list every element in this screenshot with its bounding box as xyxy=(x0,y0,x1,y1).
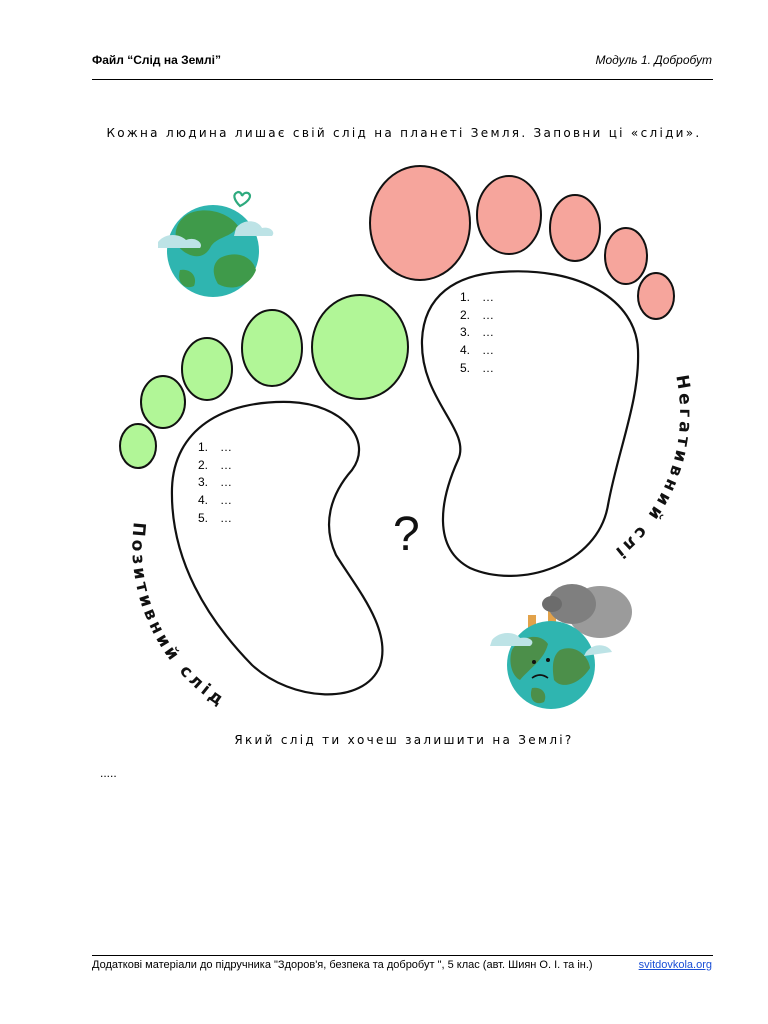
instruction-text: Кожна людина лишає свій слід на планеті … xyxy=(106,126,702,140)
footer-text: Додаткові матеріали до підручника "Здоро… xyxy=(92,959,593,971)
file-title: Файл “Слід на Землі” xyxy=(92,53,221,67)
negative-footprint-sole xyxy=(420,270,640,577)
happy-earth-icon xyxy=(158,190,274,297)
module-title: Модуль 1. Добробут xyxy=(595,53,713,67)
answer-field[interactable]: ..... xyxy=(100,766,117,780)
header-divider xyxy=(92,79,713,80)
list-item[interactable]: 4.… xyxy=(460,343,494,358)
list-item[interactable]: 3.… xyxy=(460,325,494,340)
list-item[interactable]: 1.… xyxy=(198,440,232,454)
footer-divider xyxy=(92,955,713,956)
question-text: Який слід ти хочеш залишити на Землі? xyxy=(234,733,574,747)
positive-footprint-list: 1.… 2.… 3.… 4.… 5.… xyxy=(198,439,232,527)
list-item[interactable]: 4.… xyxy=(198,493,232,508)
list-item[interactable]: 1.… xyxy=(460,290,494,304)
list-item[interactable]: 5.… xyxy=(198,510,232,525)
negative-footprint-list: 1.… 2.… 3.… 4.… 5.… xyxy=(460,289,494,377)
polluted-earth-icon xyxy=(490,584,632,709)
positive-footprint-sole xyxy=(170,400,384,696)
positive-footprint-toes xyxy=(119,294,409,469)
negative-footprint-toes xyxy=(369,165,675,320)
list-item[interactable]: 2.… xyxy=(198,457,232,472)
list-item[interactable]: 2.… xyxy=(460,307,494,322)
list-item[interactable]: 5.… xyxy=(460,360,494,375)
footer-link[interactable]: svitdovkola.org xyxy=(638,959,712,971)
list-item[interactable]: 3.… xyxy=(198,475,232,490)
question-mark: ? xyxy=(393,508,420,561)
